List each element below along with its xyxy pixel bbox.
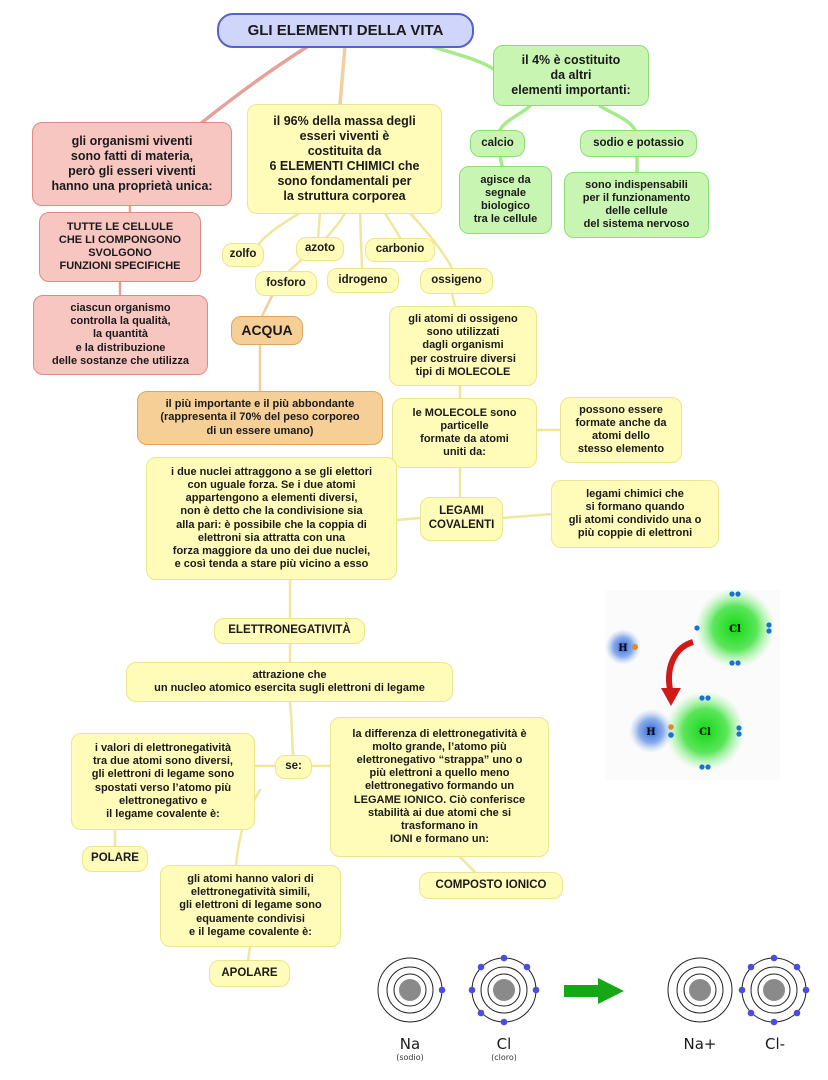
legami-covalenti-node: LEGAMI COVALENTI [420, 497, 503, 541]
fosforo-node: fosforo [255, 271, 317, 296]
cl-ion-symbol: Cl- [764, 1035, 786, 1053]
ionic-bond-atoms [377, 954, 810, 1026]
composto-ionico-node: COMPOSTO IONICO [419, 872, 563, 899]
attrazione-node: attrazione che un nucleo atomico esercit… [126, 662, 453, 702]
elettronegativita-node: ELETTRONEGATIVITÀ [214, 618, 365, 644]
atomi-ossigeno-node: gli atomi di ossigeno sono utilizzati da… [389, 306, 537, 386]
cl-label: Cl [729, 624, 741, 635]
ciascun-organismo-node: ciascun organismo controlla la qualità, … [33, 295, 208, 375]
cellule-node: TUTTE LE CELLULE CHE LI COMPONGONO SVOLG… [39, 212, 201, 282]
quattro-percento-node: il 4% è costituito da altri elementi imp… [493, 45, 649, 106]
stesso-elemento-node: possono essere formate anche da atomi de… [560, 397, 682, 463]
zolfo-node: zolfo [222, 243, 264, 267]
apolare-node: APOLARE [209, 960, 290, 987]
ossigeno-node: ossigeno [420, 268, 493, 294]
cl-caption: Cl (cloro) [479, 1035, 529, 1062]
sodio-potassio-node: sodio e potassio [580, 130, 697, 157]
idrogeno-node: idrogeno [327, 268, 399, 293]
acqua-descrizione-node: il più importante e il più abbondante (r… [137, 391, 383, 445]
calcio-node: calcio [470, 130, 525, 157]
acqua-node: ACQUA [231, 316, 303, 345]
agisce-node: agisce da segnale biologico tra le cellu… [459, 166, 552, 234]
cl-name: (cloro) [491, 1053, 517, 1062]
na-caption: Na (sodio) [385, 1035, 435, 1062]
se-node: se: [275, 755, 312, 779]
na-symbol: Na [399, 1035, 421, 1053]
na-ion-symbol: Na+ [683, 1035, 717, 1053]
differenza-node: la differenza di elettronegatività è mol… [330, 717, 549, 857]
hcl-molecule-illustration: H Cl H Cl [605, 590, 780, 780]
azoto-node: azoto [296, 237, 344, 261]
simili-node: gli atomi hanno valori di elettronegativ… [160, 865, 341, 947]
valori-diversi-node: i valori di elettronegatività tra due at… [71, 733, 255, 830]
h-bonded-label: H [646, 727, 655, 738]
map-title: GLI ELEMENTI DELLA VITA [217, 13, 474, 48]
na-ion-caption: Na+ [670, 1035, 730, 1053]
indispensabili-node: sono indispensabili per il funzionamento… [564, 172, 709, 238]
polare-node: POLARE [82, 846, 148, 872]
nuclei-node: i due nuclei attraggono a se gli elettor… [146, 457, 397, 580]
cl-bonded-label: Cl [699, 727, 711, 738]
na-name: (sodio) [396, 1053, 424, 1062]
h-label: H [618, 643, 627, 654]
legami-chimici-node: legami chimici che si formano quando gli… [551, 480, 719, 548]
cl-ion-caption: Cl- [745, 1035, 805, 1053]
elementi-chimici-node: il 96% della massa degli esseri viventi … [247, 104, 442, 214]
organismi-node: gli organismi viventi sono fatti di mate… [32, 122, 232, 206]
cl-symbol: Cl [496, 1035, 512, 1053]
molecole-node: le MOLECOLE sono particelle formate da a… [392, 398, 537, 468]
carbonio-node: carbonio [365, 238, 435, 262]
